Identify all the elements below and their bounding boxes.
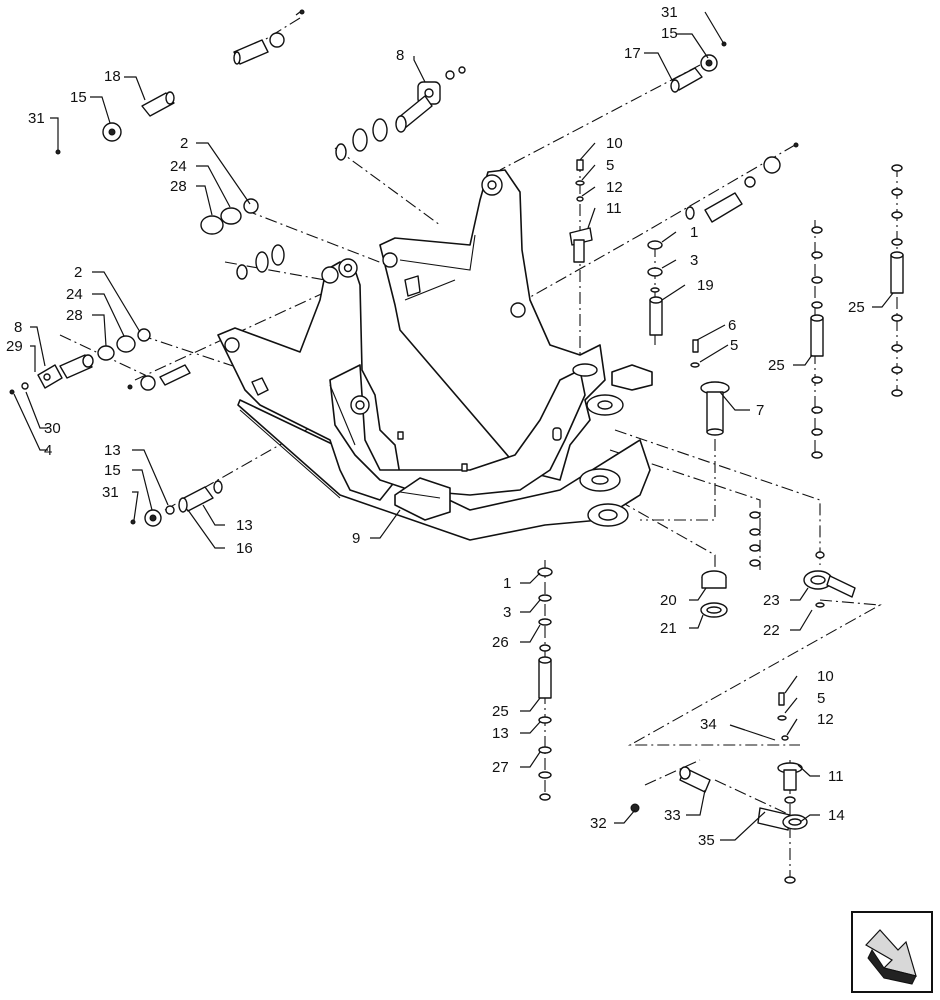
callout-21: 21: [660, 620, 677, 637]
callout-28: 28: [66, 307, 83, 324]
callout-4: 4: [44, 442, 52, 459]
callout-12: 12: [817, 711, 834, 728]
callout-31: 31: [102, 484, 119, 501]
callout-34: 34: [700, 716, 717, 733]
callout-23: 23: [763, 592, 780, 609]
swing-frame: [217, 169, 653, 541]
callout-13: 13: [492, 725, 509, 742]
callout-26: 26: [492, 634, 509, 651]
callout-25: 25: [768, 357, 785, 374]
callout-15: 15: [70, 89, 87, 106]
callout-24: 24: [66, 286, 83, 303]
callout-17: 17: [624, 45, 641, 62]
callout-12: 12: [606, 179, 623, 196]
callout-31: 31: [661, 4, 678, 21]
callout-8: 8: [396, 47, 404, 64]
callout-18: 18: [104, 68, 121, 85]
callout-27: 27: [492, 759, 509, 776]
callout-9: 9: [352, 530, 360, 547]
callout-11: 11: [828, 768, 844, 785]
callout-5: 5: [730, 337, 738, 354]
callout-25: 25: [492, 703, 509, 720]
callout-28: 28: [170, 178, 187, 195]
callout-24: 24: [170, 158, 187, 175]
callout-3: 3: [690, 252, 698, 269]
callout-5: 5: [606, 157, 614, 174]
callout-33: 33: [664, 807, 681, 824]
callout-2: 2: [74, 264, 82, 281]
callout-13: 13: [236, 517, 253, 534]
callout-7: 7: [756, 402, 764, 419]
callout-labels: 8 31 15 17 18 15 31 2 24 28 10 5 12 11 1…: [6, 4, 865, 849]
callout-5: 5: [817, 690, 825, 707]
callout-32: 32: [590, 815, 607, 832]
next-page-arrow-icon[interactable]: [851, 911, 933, 993]
callout-11: 11: [606, 200, 622, 217]
callout-1: 1: [503, 575, 511, 592]
callout-6: 6: [728, 317, 736, 334]
callout-10: 10: [817, 668, 834, 685]
callout-25: 25: [848, 299, 865, 316]
callout-14: 14: [828, 807, 845, 824]
washer-stack-25-far-right: [890, 164, 904, 397]
callout-10: 10: [606, 135, 623, 152]
callout-13: 13: [104, 442, 121, 459]
callout-29: 29: [6, 338, 23, 355]
callout-1: 1: [690, 224, 698, 241]
callout-16: 16: [236, 540, 253, 557]
callout-35: 35: [698, 832, 715, 849]
callout-3: 3: [503, 604, 511, 621]
washer-stack-25-right: [810, 226, 824, 459]
callout-19: 19: [697, 277, 714, 294]
callout-15: 15: [661, 25, 678, 42]
callout-15: 15: [104, 462, 121, 479]
callout-8: 8: [14, 319, 22, 336]
callout-22: 22: [763, 622, 780, 639]
washer-stack-center-right: [749, 511, 761, 567]
callout-2: 2: [180, 135, 188, 152]
leader-lines: [13, 11, 894, 841]
callout-20: 20: [660, 592, 677, 609]
hardware: [9, 9, 904, 884]
callout-30: 30: [44, 420, 61, 437]
callout-31: 31: [28, 110, 45, 127]
